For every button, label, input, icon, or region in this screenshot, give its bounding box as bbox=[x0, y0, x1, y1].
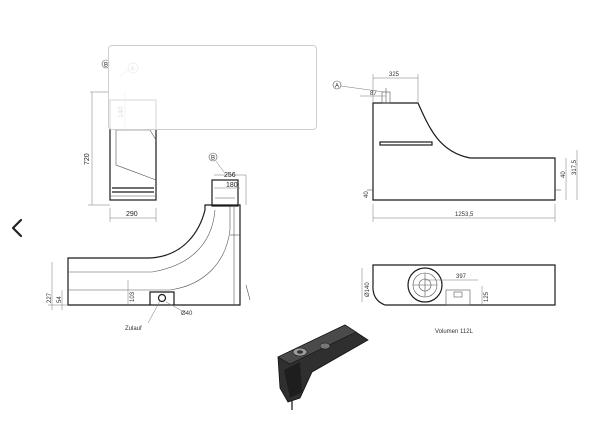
volume-label: Volumen 112L bbox=[435, 329, 474, 335]
dim-325: 325 bbox=[389, 72, 400, 78]
iso-view bbox=[277, 324, 369, 410]
inlet-hole bbox=[157, 293, 167, 303]
dim-40-left: 40 bbox=[364, 191, 370, 198]
plan-outer-ring bbox=[407, 267, 443, 303]
dim-290: 290 bbox=[126, 211, 138, 218]
prev-button[interactable] bbox=[8, 216, 26, 240]
dim-180: 180 bbox=[226, 182, 238, 189]
dim-54: 54 bbox=[57, 296, 63, 303]
dim-227: 227 bbox=[47, 292, 53, 303]
inlet-port bbox=[149, 291, 175, 305]
plan-inlet-block bbox=[445, 289, 471, 306]
dim-87: 87 bbox=[370, 91, 377, 97]
side-view-neck bbox=[211, 179, 239, 207]
dim-dia140: Ø140 bbox=[365, 282, 371, 297]
chevron-left-icon bbox=[11, 218, 23, 238]
dim-103: 103 bbox=[130, 291, 136, 302]
overlay-panel bbox=[108, 45, 317, 130]
top-right-slot bbox=[379, 141, 433, 146]
plan-view: 397 Ø140 125 Volumen 112L bbox=[361, 264, 556, 335]
top-right-view: 325 87 A 1253,5 40 40 317,5 bbox=[332, 72, 578, 222]
dim-256: 256 bbox=[224, 172, 236, 179]
side-view: 256 180 B 227 54 103 Ø40 Zulauf bbox=[47, 152, 251, 332]
dim-12535: 1253,5 bbox=[455, 212, 474, 218]
callout-a-right: A bbox=[335, 84, 339, 90]
dim-40-right: 40 bbox=[561, 171, 567, 178]
callout-a-right-circle bbox=[332, 80, 342, 90]
plan-outline bbox=[372, 264, 556, 306]
dim-3175: 317,5 bbox=[572, 159, 578, 175]
callout-b: B bbox=[104, 63, 108, 69]
dim-125: 125 bbox=[484, 291, 490, 302]
dim-397: 397 bbox=[456, 274, 467, 280]
dim-720: 720 bbox=[84, 153, 91, 165]
callout-b-side-circle bbox=[208, 152, 218, 162]
side-view-outline bbox=[67, 204, 241, 306]
front-view-inner-edge bbox=[115, 130, 157, 181]
dim-dia40: Ø40 bbox=[181, 311, 193, 317]
top-right-outline bbox=[372, 102, 556, 201]
inlet-label: Zulauf bbox=[125, 326, 142, 332]
callout-b-side: B bbox=[211, 156, 215, 162]
